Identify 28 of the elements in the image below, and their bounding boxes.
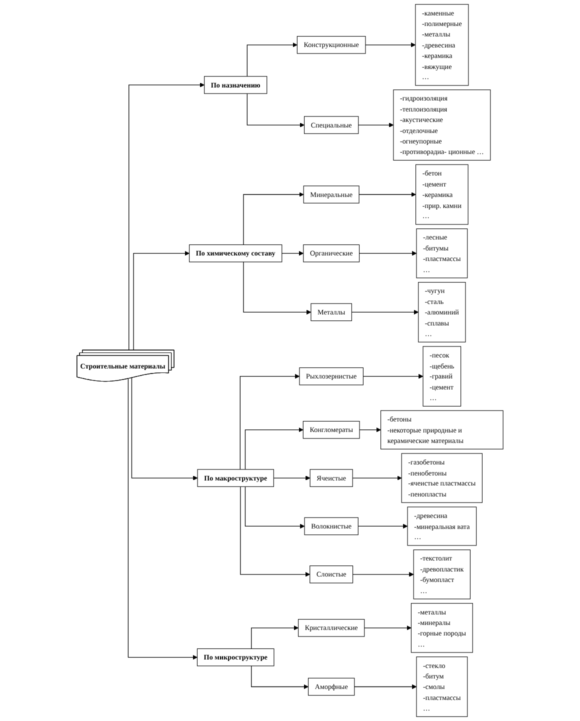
arrow xyxy=(240,486,310,577)
arrow xyxy=(240,374,300,470)
arrow xyxy=(128,378,198,660)
arrow xyxy=(352,572,414,577)
arrow xyxy=(251,666,308,690)
arrow xyxy=(364,626,412,630)
arrow xyxy=(128,82,205,351)
arrow xyxy=(244,486,305,529)
arrow xyxy=(362,374,424,379)
arrow xyxy=(358,250,417,256)
arrow xyxy=(365,42,416,48)
arrow xyxy=(133,250,190,351)
arrow xyxy=(246,42,298,77)
arrow xyxy=(273,476,310,480)
arrow xyxy=(351,310,419,315)
arrow xyxy=(358,524,408,529)
arrow xyxy=(358,122,394,128)
arrow xyxy=(131,378,198,480)
arrow xyxy=(358,192,416,197)
arrow xyxy=(243,262,312,315)
arrow xyxy=(352,476,402,480)
arrow xyxy=(244,427,304,470)
arrow xyxy=(251,626,299,650)
arrow xyxy=(243,192,304,246)
arrow xyxy=(282,250,304,256)
arrow xyxy=(359,427,381,432)
arrow xyxy=(246,93,304,128)
arrow xyxy=(354,684,417,690)
